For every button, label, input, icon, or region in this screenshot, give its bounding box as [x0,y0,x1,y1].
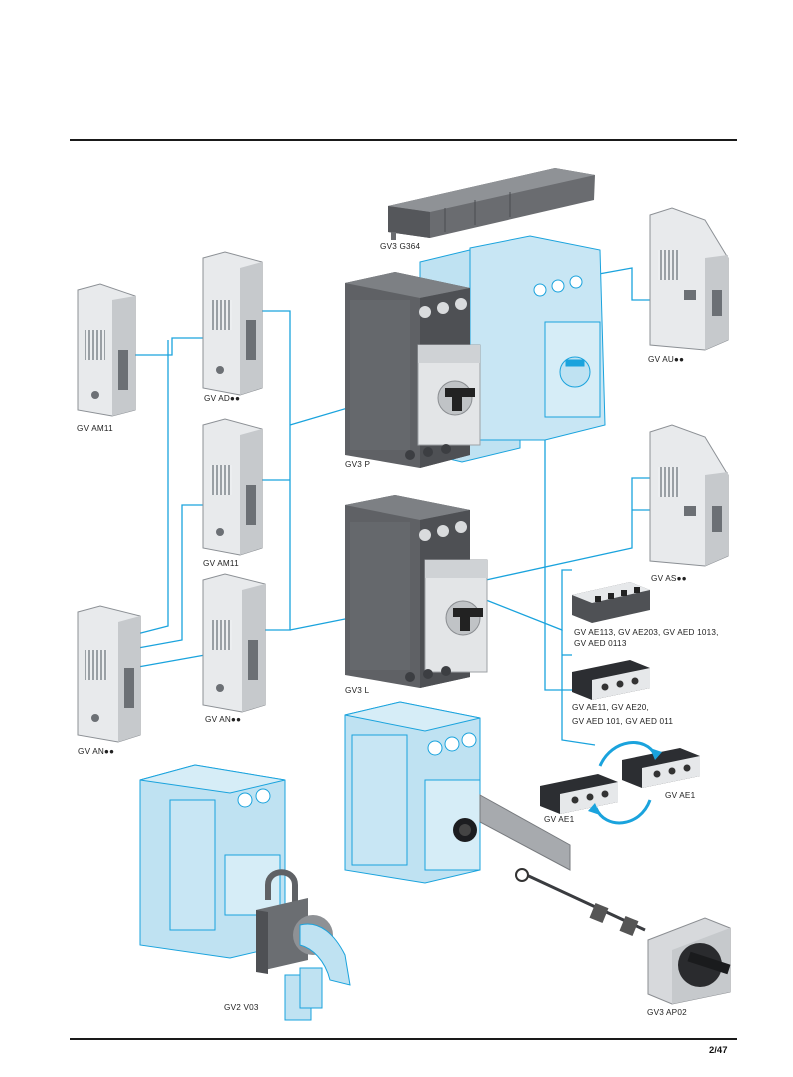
label-gv3-g364: GV3 G364 [380,242,421,251]
gv-am11-left-block [77,283,136,417]
label-gv-ad: GV AD●● [204,394,241,403]
label-gv-an-mid: GV AN●● [205,715,242,724]
gv-ae1-right-block [622,748,700,788]
gv3-g364-busbar [388,168,595,240]
label-gv2-v03: GV2 V03 [224,1003,259,1012]
label-ae-group1-line1: GV AE113, GV AE203, GV AED 1013, [574,628,719,637]
gv-ae113-block [572,582,650,623]
gv-ae11-block [572,660,650,700]
label-gv-an-left: GV AN●● [78,747,115,756]
connector-lines [132,267,655,746]
bottom-rule [70,1038,737,1040]
label-gv-ae1-right: GV AE1 [665,791,696,800]
label-gv-ae1-left: GV AE1 [544,815,575,824]
label-gv-am11-mid: GV AM11 [203,559,239,568]
padlocks-ghost [284,923,351,1021]
gv3-p-breaker [345,272,481,468]
ghost-breaker-2 [469,235,606,441]
gv2-breaker-ghost [139,764,286,959]
gv-as-block [649,424,729,567]
label-gv-as: GV AS●● [651,574,687,583]
gv-an-mid-block [202,573,266,713]
gv3-breaker-ghost [344,701,481,884]
label-gv-am11-left: GV AM11 [77,424,113,433]
label-ae-group2-line1: GV AE11, GV AE20, [572,703,649,712]
gv-an-left-block [77,605,141,743]
gv-ad-block [202,251,263,396]
gv-am11-mid-block [202,418,263,556]
page-number: 2/47 [709,1045,728,1056]
extension-shaft [453,794,646,937]
label-gv3-p: GV3 P [345,460,371,469]
rotation-arrows-icon [588,741,662,825]
label-gv-au: GV AU●● [648,355,685,364]
gv3-l-breaker [345,495,488,688]
gv-au-block [649,207,729,351]
label-gv3-ap02: GV3 AP02 [647,1008,687,1017]
label-gv3-l: GV3 L [345,686,370,695]
label-ae-group1-line2: GV AED 0113 [574,639,627,648]
gv3-ap02-handle [647,917,731,1005]
gv-ae1-left-block [540,774,618,814]
top-rule [70,139,737,141]
label-ae-group2-line2: GV AED 101, GV AED 011 [572,717,674,726]
